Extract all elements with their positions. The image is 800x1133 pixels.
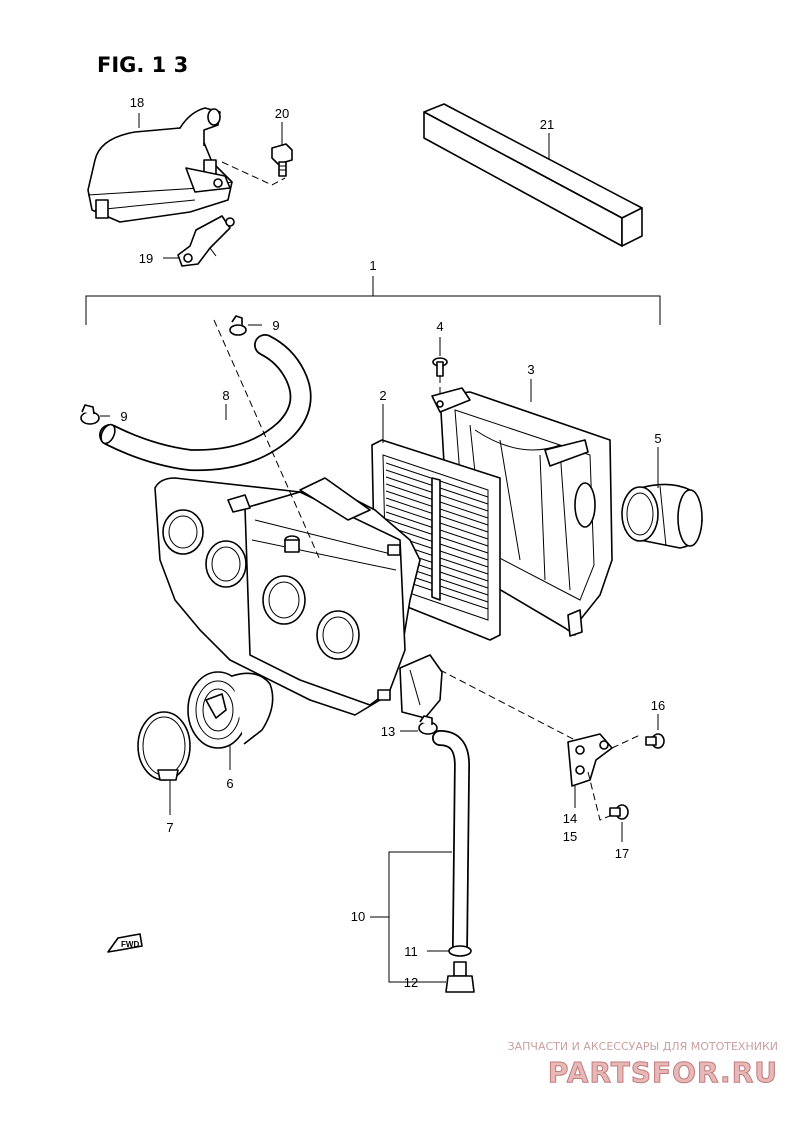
part-18-cover: [87, 107, 233, 223]
part-6-funnel: [187, 671, 274, 749]
callout-7: 7: [166, 820, 173, 835]
watermark: ЗАПЧАСТИ И АКСЕССУАРЫ ДЛЯ МОТОТЕХНИКИ PA…: [508, 1040, 778, 1090]
callout-17: 17: [615, 846, 629, 861]
callout-20: 20: [275, 106, 289, 121]
part-13-clamp: [418, 715, 438, 735]
part-12-plug: [445, 961, 475, 993]
callout-9-left: 9: [120, 409, 127, 424]
watermark-logo: PARTSFOR.RU: [548, 1056, 778, 1089]
callout-12: 12: [404, 975, 418, 990]
part-9-clamp-upper: [229, 315, 247, 336]
callout-5: 5: [654, 431, 661, 446]
part-4-screw: [432, 357, 448, 377]
callout-10: 10: [351, 909, 365, 924]
part-11-clip: [448, 945, 472, 957]
watermark-tagline: ЗАПЧАСТИ И АКСЕССУАРЫ ДЛЯ МОТОТЕХНИКИ: [508, 1040, 778, 1053]
part-5-inlet-duct: [621, 483, 703, 549]
part-20-bolt: [271, 143, 293, 177]
callout-11: 11: [404, 944, 418, 959]
leader-lines: [100, 113, 659, 983]
callout-9-upper: 9: [272, 318, 279, 333]
callout-3: 3: [527, 362, 534, 377]
callout-4: 4: [436, 319, 443, 334]
callout-8: 8: [222, 388, 229, 403]
callout-21: 21: [540, 117, 554, 132]
part-7-band-clamp: [137, 711, 191, 781]
part-14-bracket: [567, 733, 613, 787]
part-8-hose: [99, 334, 312, 472]
part-21-foam-block: [423, 103, 643, 247]
figure-title: FIG. 1 3: [97, 53, 188, 77]
fwd-label: FWD: [121, 940, 139, 949]
part-1-air-cleaner-case: [154, 477, 443, 719]
callout-19: 19: [139, 251, 153, 266]
callout-18: 18: [130, 95, 144, 110]
part-19-bracket: [177, 215, 235, 267]
part-16-screw: [645, 733, 665, 749]
callout-labels: 1 2 3 4 5 6 7 8 9 9 10 11 12 13 14 15 16…: [120, 95, 665, 990]
callout-15: 15: [563, 829, 577, 844]
assembly-bracket: [85, 295, 661, 325]
assembly-dashed-lines: [213, 161, 641, 821]
part-10-drain-hose: [432, 730, 471, 953]
callout-1: 1: [369, 258, 376, 273]
part-17-screw: [609, 804, 629, 820]
fwd-arrow-icon: FWD: [107, 933, 143, 953]
callout-6: 6: [226, 776, 233, 791]
callout-13: 13: [381, 724, 395, 739]
callout-14: 14: [563, 811, 577, 826]
callout-16: 16: [651, 698, 665, 713]
part-9-clamp-left: [80, 404, 100, 425]
callout-2: 2: [379, 388, 386, 403]
